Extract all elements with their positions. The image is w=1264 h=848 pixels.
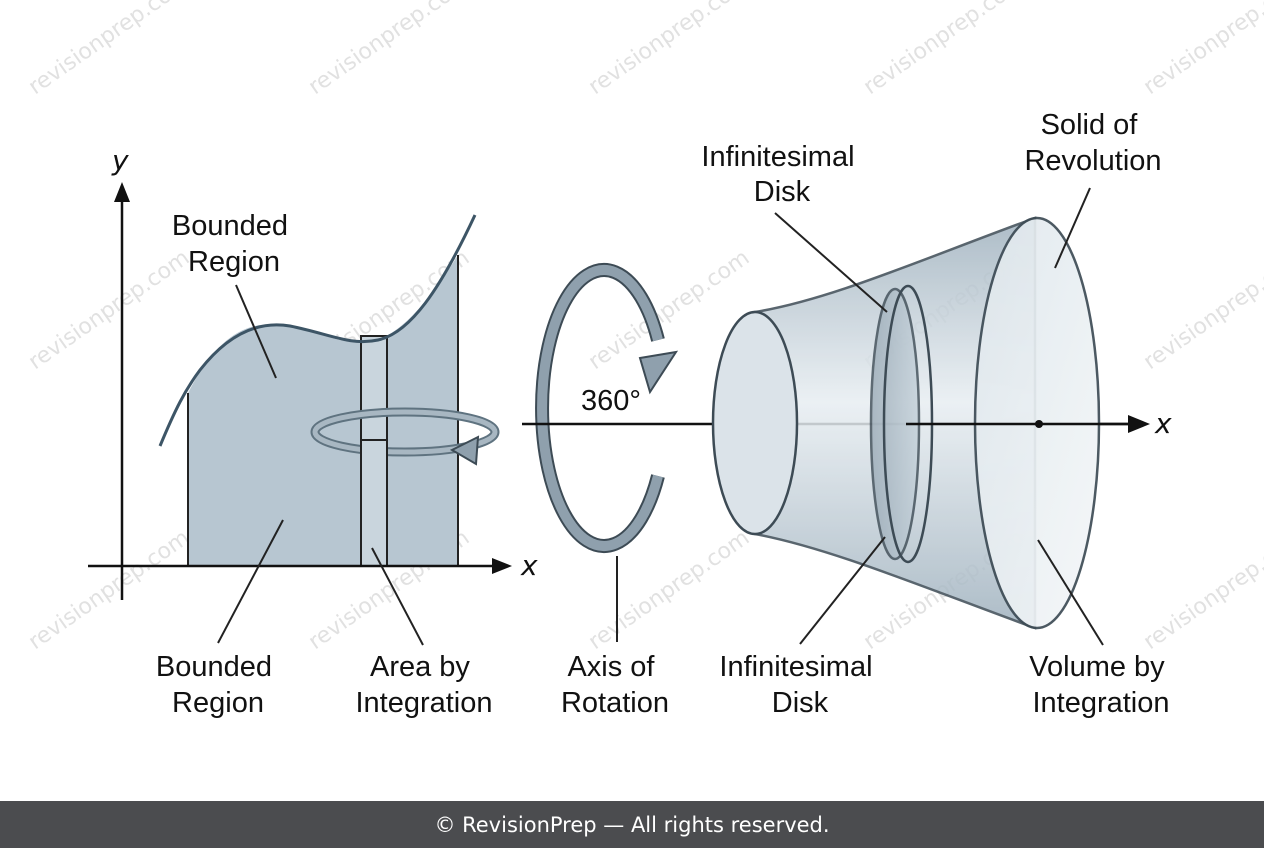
label-line: Region <box>188 246 280 278</box>
label-line: Integration <box>355 687 492 719</box>
pointer-infinitesimal-disk-bottom <box>799 536 886 645</box>
label-bounded-region-top: Bounded Region <box>172 210 296 278</box>
x-axis-right-label: x <box>1154 407 1172 440</box>
pointer-solid-of-revolution <box>1054 187 1091 269</box>
label-line: Region <box>172 687 264 719</box>
pointer-lines <box>217 187 1104 646</box>
y-axis-label: y <box>111 144 129 177</box>
pointer-infinitesimal-disk-top <box>774 212 888 313</box>
label-area-by-integration: Area by Integration <box>355 651 492 719</box>
label-line: Infinitesimal <box>719 651 872 683</box>
watermark-text: revisionprep.com <box>24 0 194 100</box>
label-infinitesimal-disk-top: Infinitesimal Disk <box>701 141 862 208</box>
label-rotation-angle: 360° <box>581 385 641 417</box>
integration-strip-front <box>360 439 388 567</box>
label-axis-of-rotation: Axis of Rotation <box>561 651 669 719</box>
label-volume-by-integration: Volume by Integration <box>1029 651 1172 719</box>
label-line: Solid of <box>1041 109 1139 141</box>
watermark-text: revisionprep.com <box>24 525 194 655</box>
solid-small-end <box>711 310 799 536</box>
pointer-volume-by-integration <box>1037 539 1104 646</box>
labels: Bounded Region 360° Infinitesimal Disk S… <box>156 109 1172 719</box>
label-line: Bounded <box>156 651 272 683</box>
pointer-area-by-integration <box>371 547 424 646</box>
axis-center-dot <box>1035 420 1043 428</box>
watermark-text: revisionprep.com <box>584 0 754 100</box>
watermark-text: revisionprep.com <box>24 245 194 375</box>
copyright-text: © RevisionPrep — All rights reserved. <box>434 812 830 837</box>
x-axis-right-arrowhead <box>1128 415 1150 433</box>
rotation-ring-inner <box>312 409 498 455</box>
watermark-text: revisionprep.com <box>1139 245 1264 375</box>
label-line: Volume by <box>1029 651 1165 683</box>
label-line: Disk <box>754 176 811 208</box>
ring-arrowhead <box>449 435 480 466</box>
label-line: Disk <box>772 687 829 719</box>
label-line: Infinitesimal <box>701 141 854 173</box>
pointer-bounded-region-top <box>235 284 277 379</box>
watermark-text: revisionprep.com <box>859 0 1029 100</box>
label-line: Revolution <box>1024 145 1161 177</box>
x-axis-left-arrowhead <box>492 558 512 574</box>
x-axis-left-label: x <box>520 549 538 582</box>
pointer-bounded-region-bottom <box>217 519 284 644</box>
rotation-arc-fill <box>537 265 663 551</box>
y-axis-arrowhead <box>114 182 130 202</box>
function-curve <box>158 214 477 447</box>
label-bounded-region-bottom: Bounded Region <box>156 651 280 719</box>
label-line: Axis of <box>567 651 655 683</box>
watermark-text: revisionprep.com <box>1139 525 1264 655</box>
label-line: Integration <box>1032 687 1169 719</box>
watermark-text: revisionprep.com <box>304 0 474 100</box>
label-line: Bounded <box>172 210 288 242</box>
label-line: Rotation <box>561 687 669 719</box>
copyright-footer: © RevisionPrep — All rights reserved. <box>0 801 1264 848</box>
label-infinitesimal-disk-bottom: Infinitesimal Disk <box>719 651 880 719</box>
label-line: Area by <box>370 651 470 683</box>
watermark-text: revisionprep.com <box>1139 0 1264 100</box>
label-solid-of-revolution: Solid of Revolution <box>1024 109 1161 177</box>
rotation-arrow <box>535 263 679 642</box>
solid-of-revolution: x <box>522 216 1172 630</box>
solid-of-revolution-diagram: revisionprep.com revisionprep.com revisi… <box>24 0 1264 719</box>
left-graph: y x <box>88 144 538 600</box>
rotation-arrowhead <box>638 350 679 395</box>
